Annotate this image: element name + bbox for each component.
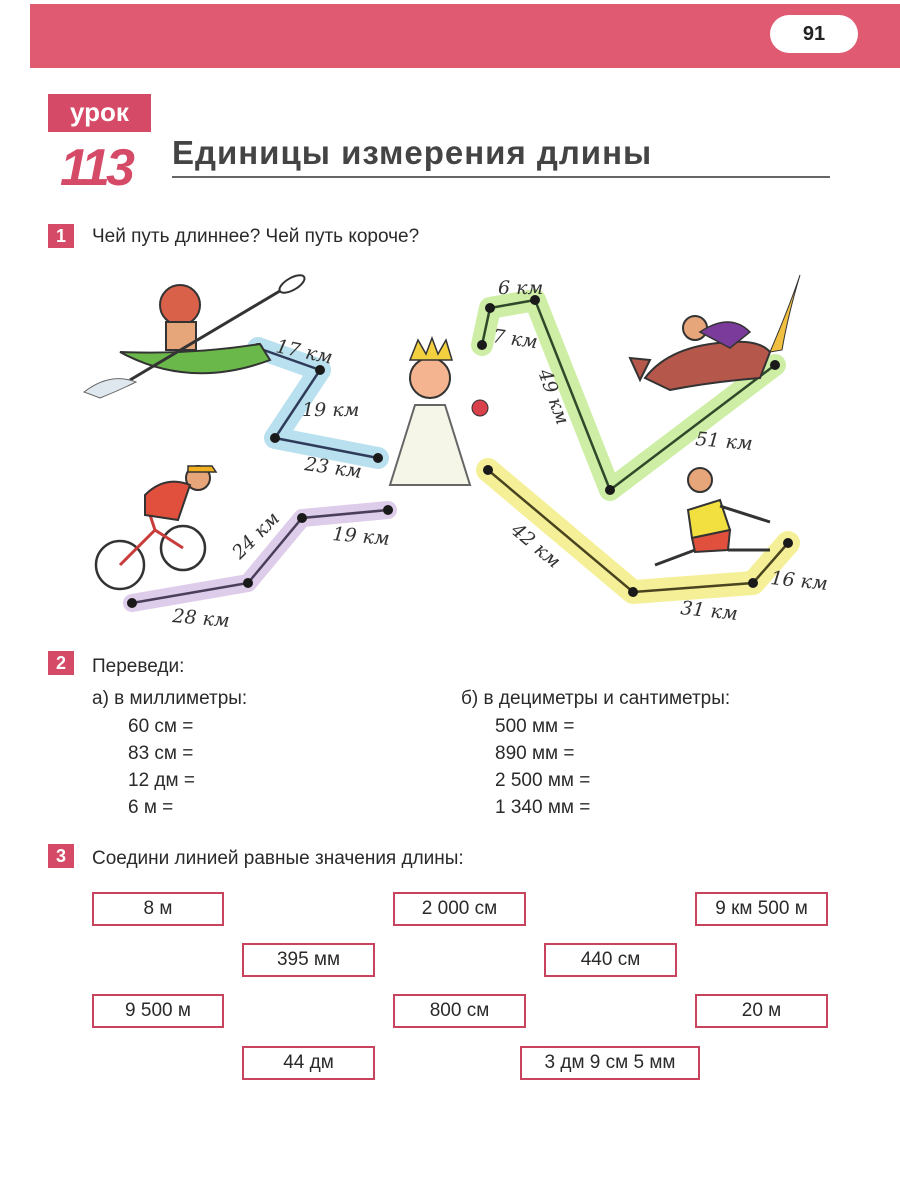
- task-2a-item-4: 6 м =: [128, 797, 174, 818]
- length-box-9500m[interactable]: 9 500 м: [92, 994, 224, 1028]
- runner-label-3: 16 км: [769, 567, 828, 595]
- task-2a-label: а) в миллиметры:: [92, 688, 248, 709]
- task-2b-item-2: 890 мм =: [495, 743, 575, 764]
- task-3-number: 3: [48, 844, 74, 868]
- lesson-number: 113: [60, 139, 135, 197]
- length-box-44dm[interactable]: 44 дм: [242, 1046, 375, 1080]
- page-number: 91: [770, 15, 858, 53]
- page-header-bar: [30, 4, 900, 68]
- length-box-3dm-9cm-5mm[interactable]: 3 дм 9 см 5 мм: [520, 1046, 700, 1080]
- length-box-395mm[interactable]: 395 мм: [242, 943, 375, 977]
- length-box-2000cm[interactable]: 2 000 см: [393, 892, 526, 926]
- kayaker-figure: [82, 274, 306, 399]
- runner-path-line: [487, 469, 789, 594]
- length-box-440cm[interactable]: 440 см: [544, 943, 677, 977]
- task-2b-item-4: 1 340 мм =: [495, 797, 591, 818]
- runner-label-2: 31 км: [679, 597, 738, 625]
- length-box-800cm[interactable]: 800 см: [393, 994, 526, 1028]
- horse-rider-figure: [628, 274, 801, 392]
- lesson-label: урок: [48, 94, 151, 132]
- cyclist-figure: [94, 465, 218, 591]
- horse-label-4: 51 км: [695, 428, 754, 455]
- task-2a-item-2: 83 см =: [128, 743, 194, 764]
- task-2b-item-3: 2 500 мм =: [495, 770, 591, 791]
- kayak-path-line: [257, 346, 379, 460]
- bike-label-1: 28 км: [171, 605, 231, 632]
- task-2b-label: б) в дециметры и сантиметры:: [461, 688, 731, 709]
- length-box-20m[interactable]: 20 м: [695, 994, 828, 1028]
- task-2-number: 2: [48, 651, 74, 675]
- task-1-question: Чей путь длиннее? Чей путь короче?: [92, 226, 420, 247]
- task-1-number: 1: [48, 224, 74, 248]
- princess-figure: [388, 335, 489, 486]
- bike-path-line: [131, 508, 389, 605]
- lesson-title: Единицы измерения длины: [172, 134, 653, 171]
- paths-illustration: 17 км 19 км 23 км 28 км 24 км 19 км 6 км…: [82, 274, 829, 632]
- task-2a-item-1: 60 см =: [128, 716, 194, 737]
- length-box-9km-500m[interactable]: 9 км 500 м: [695, 892, 828, 926]
- horse-label-2: 7 км: [491, 325, 539, 353]
- title-underline: [172, 176, 830, 178]
- task-3-instruction: Соедини линией равные значения длины:: [92, 848, 464, 869]
- length-box-8m[interactable]: 8 м: [92, 892, 224, 926]
- runner-figure: [654, 467, 771, 567]
- horse-label-1: 6 км: [498, 277, 543, 299]
- task-2-instruction: Переведи:: [92, 656, 185, 677]
- bike-label-3: 19 км: [332, 523, 391, 550]
- task-2b-item-1: 500 мм =: [495, 716, 575, 737]
- kayak-label-2: 19 км: [302, 399, 359, 421]
- task-2a-item-3: 12 дм =: [128, 770, 195, 791]
